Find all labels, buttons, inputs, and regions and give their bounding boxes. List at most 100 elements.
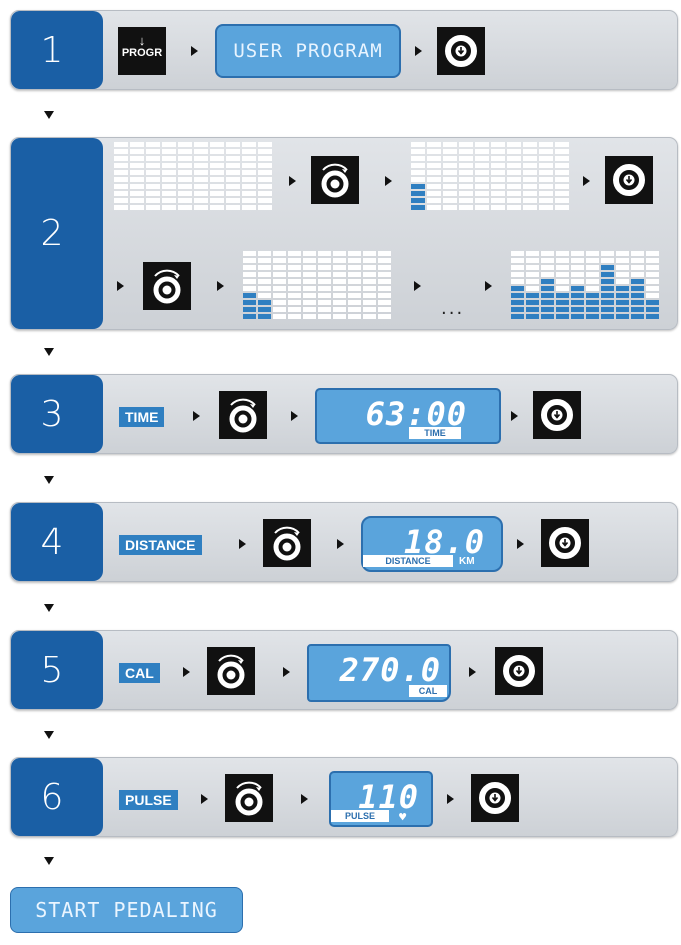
- grid-cell: [571, 265, 584, 270]
- grid-cell: [258, 149, 272, 154]
- grid-cell: [273, 293, 286, 298]
- grid-cell: [491, 163, 505, 168]
- grid-cell: [616, 279, 629, 284]
- down-triangle-icon: [44, 111, 54, 119]
- enter-dial-icon[interactable]: [437, 27, 485, 75]
- step-3-panel: 3 TIME 63:00 TIME: [10, 374, 678, 454]
- enter-dial-icon[interactable]: [533, 391, 581, 439]
- grid-cell: [273, 265, 286, 270]
- grid-cell: [511, 293, 524, 298]
- grid-cell: [411, 205, 425, 210]
- grid-cell: [539, 163, 553, 168]
- grid-cell: [586, 307, 599, 312]
- arrow-right-icon: [191, 46, 198, 56]
- grid-cell: [631, 307, 644, 312]
- grid-cell: [243, 279, 256, 284]
- enter-dial-icon[interactable]: [495, 647, 543, 695]
- grid-cell: [273, 279, 286, 284]
- grid-cell: [242, 163, 256, 168]
- grid-cell: [556, 314, 569, 319]
- grid-cell: [226, 156, 240, 161]
- enter-dial-icon[interactable]: [471, 774, 519, 822]
- grid-cell: [333, 293, 346, 298]
- grid-cell: [556, 251, 569, 256]
- grid-cell: [616, 265, 629, 270]
- grid-cell: [475, 149, 489, 154]
- grid-cell: [258, 300, 271, 305]
- grid-cell: [146, 163, 160, 168]
- rotary-knob-icon[interactable]: [143, 262, 191, 310]
- grid-cell: [210, 163, 224, 168]
- grid-cell: [523, 177, 537, 182]
- grid-cell: [363, 251, 376, 256]
- grid-cell: [507, 198, 521, 203]
- grid-cell: [258, 286, 271, 291]
- enter-dial-icon[interactable]: [541, 519, 589, 567]
- grid-cell: [571, 300, 584, 305]
- distance-label: DISTANCE: [119, 535, 202, 555]
- grid-cell: [571, 307, 584, 312]
- grid-cell: [411, 184, 425, 189]
- arrow-right-icon: [415, 46, 422, 56]
- grid-cell: [616, 258, 629, 263]
- arrow-right-icon: [337, 539, 344, 549]
- grid-cell: [601, 279, 614, 284]
- grid-cell: [443, 149, 457, 154]
- rotary-knob-icon[interactable]: [263, 519, 311, 567]
- grid-cell: [475, 170, 489, 175]
- grid-cell: [226, 149, 240, 154]
- grid-cell: [646, 279, 659, 284]
- grid-cell: [178, 170, 192, 175]
- grid-cell: [162, 184, 176, 189]
- grid-cell: [242, 149, 256, 154]
- grid-cell: [601, 272, 614, 277]
- grid-cell: [378, 265, 391, 270]
- grid-cell: [194, 198, 208, 203]
- grid-cell: [539, 191, 553, 196]
- grid-cell: [178, 198, 192, 203]
- grid-cell: [162, 142, 176, 147]
- step-6-panel: 6 PULSE 110 PULSE ♥: [10, 757, 678, 837]
- grid-cell: [363, 307, 376, 312]
- grid-cell: [378, 286, 391, 291]
- grid-cell: [459, 142, 473, 147]
- grid-cell: [288, 300, 301, 305]
- grid-cell: [526, 314, 539, 319]
- grid-cell: [571, 279, 584, 284]
- grid-cell: [178, 184, 192, 189]
- grid-cell: [378, 258, 391, 263]
- time-label: TIME: [119, 407, 165, 427]
- rotary-knob-icon[interactable]: [219, 391, 267, 439]
- grid-cell: [556, 279, 569, 284]
- grid-cell: [318, 286, 331, 291]
- grid-cell: [646, 293, 659, 298]
- grid-cell: [601, 293, 614, 298]
- step-number: 1: [11, 11, 103, 89]
- grid-cell: [258, 258, 271, 263]
- grid-cell: [427, 177, 441, 182]
- grid-cell: [348, 300, 361, 305]
- arrow-right-icon: [239, 539, 246, 549]
- arrow-right-icon: [183, 667, 190, 677]
- grid-cell: [427, 149, 441, 154]
- grid-cell: [194, 163, 208, 168]
- progr-button[interactable]: ↓ PROGR: [118, 27, 166, 75]
- rotary-knob-icon[interactable]: [311, 156, 359, 204]
- down-triangle-icon: [44, 604, 54, 612]
- grid-cell: [601, 265, 614, 270]
- grid-cell: [243, 265, 256, 270]
- grid-cell: [348, 307, 361, 312]
- grid-cell: [539, 177, 553, 182]
- grid-cell: [363, 293, 376, 298]
- grid-cell: [210, 191, 224, 196]
- rotary-knob-icon[interactable]: [207, 647, 255, 695]
- grid-cell: [318, 314, 331, 319]
- down-triangle-icon: [44, 857, 54, 865]
- grid-cell: [258, 314, 271, 319]
- enter-dial-icon[interactable]: [605, 156, 653, 204]
- rotary-knob-icon[interactable]: [225, 774, 273, 822]
- grid-cell: [507, 163, 521, 168]
- grid-cell: [427, 191, 441, 196]
- grid-cell: [631, 314, 644, 319]
- grid-cell: [646, 258, 659, 263]
